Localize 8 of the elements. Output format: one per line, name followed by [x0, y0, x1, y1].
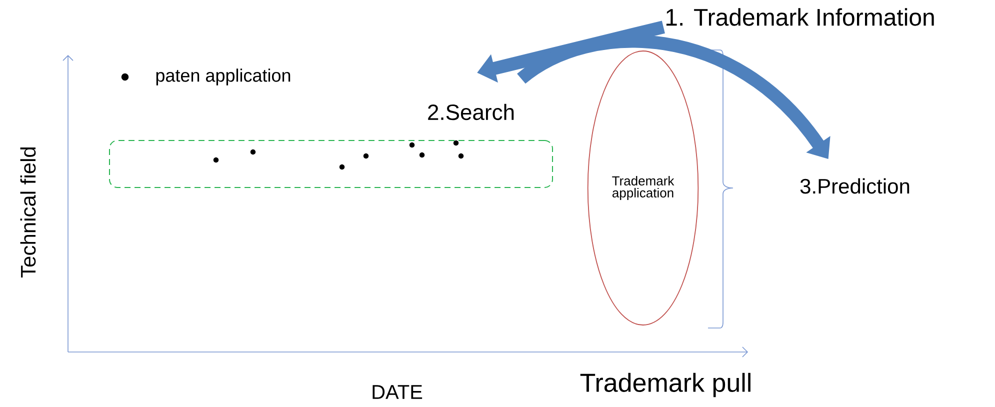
step-label: 1. Trademark Information — [666, 8, 934, 26]
dashed-box — [109, 140, 553, 188]
axis-title: DATE — [372, 385, 422, 399]
step-label: 2.Search — [428, 104, 514, 120]
axis-title: Trademark pull — [580, 372, 750, 398]
axis-title: Technical field — [20, 147, 36, 278]
legend-label: paten application — [156, 68, 290, 86]
step-label: 3.Prediction — [800, 178, 910, 194]
